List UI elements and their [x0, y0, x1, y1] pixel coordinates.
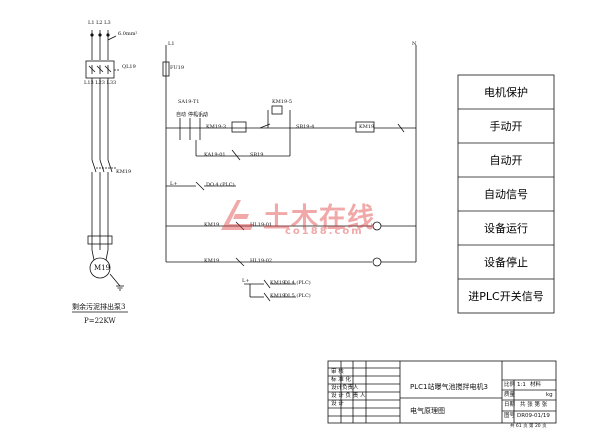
- motor-symbol: [89, 257, 111, 279]
- lbl-a3: 停机: [188, 112, 199, 118]
- watermark-main: 土木在线: [263, 203, 375, 234]
- tb-scale-label: 比例: [504, 382, 516, 388]
- lbl-c2: SB19: [250, 152, 264, 158]
- function-plc-signal: 进PLC开关信号: [468, 290, 544, 303]
- fuse-symbol: [162, 61, 170, 77]
- motor-phases: L1 L2 L3: [88, 20, 111, 26]
- lbl-b4: KM19: [359, 124, 375, 130]
- tb-role-0: 审 核: [331, 369, 344, 375]
- lbl-c1: KA19-01: [204, 152, 226, 158]
- watermark-sub: co188.com: [285, 226, 364, 237]
- function-manual-start: 手动开: [489, 120, 523, 133]
- fuse-label: FU19: [170, 65, 185, 71]
- tb-role-1: 标 准 化: [331, 377, 351, 383]
- lbl-d1: L+: [170, 181, 178, 187]
- function-running: 设备运行: [484, 222, 528, 235]
- lbl-a2: 自动: [176, 112, 187, 118]
- tb-role-3: 设 计 负 责 人: [331, 393, 366, 399]
- lbl-g3: DI.4 (PLC): [284, 280, 311, 286]
- function-auto-signal: 自动信号: [484, 188, 528, 201]
- function-stopped: 设备停止: [484, 256, 528, 269]
- tb-role-2: 设计负责人: [331, 385, 359, 391]
- breaker-label: QL19: [122, 64, 136, 70]
- lbl-b3: SB19-4: [296, 124, 315, 130]
- tb-weight-unit: kg: [546, 392, 553, 398]
- function-motor-protection: 电机保护: [484, 86, 528, 99]
- lbl-g4: KM19: [270, 293, 286, 299]
- tb-num-label: 图号: [504, 413, 516, 419]
- coil-km19: [355, 121, 375, 133]
- lbl-f1: KM19: [204, 258, 220, 264]
- tb-page-note: 共 61 页 第 20 页: [510, 424, 547, 429]
- lbl-a4: 手动: [198, 112, 209, 118]
- tb-scale: 1:1: [517, 382, 526, 388]
- watermark: 土木在线 co188.com: [215, 196, 415, 246]
- lbl-g5: DI.5 (PLC): [284, 293, 311, 299]
- lbl-g1: L+: [242, 278, 250, 284]
- tb-sheet-label: 共 张 第 张: [520, 402, 548, 408]
- lbl-g2: KM19: [270, 280, 286, 286]
- motor-id: M19: [94, 264, 111, 272]
- lbl-e1: KM19: [204, 222, 220, 228]
- lbl-f2: HL19-02: [250, 258, 273, 264]
- tb-date-label: 日期: [504, 402, 516, 408]
- tb-drawing: 电气原理图: [410, 407, 445, 415]
- function-box: [457, 74, 555, 314]
- lbl-b1: KM19-3: [206, 124, 227, 130]
- terminal-label: L13 L23 L33: [84, 80, 117, 86]
- lbl-a1: SA19-T1: [178, 99, 200, 105]
- tb-role-4: 设 计: [331, 401, 344, 407]
- bus-label: 6.0mm²: [118, 31, 138, 37]
- motor-power: P=22KW: [84, 317, 116, 325]
- lbl-b2: KM19-5: [272, 99, 293, 105]
- line-n-label: N: [412, 41, 417, 47]
- line-l-label: L1: [168, 41, 175, 47]
- watermark-logo-icon: [221, 200, 253, 230]
- tb-weight-label: 质量: [504, 392, 516, 398]
- tb-drawing-no: DR09-01/19: [517, 413, 550, 419]
- function-auto-start: 自动开: [489, 154, 523, 167]
- tb-material-label: 材料: [530, 382, 542, 388]
- contactor-label: KM19: [116, 169, 132, 175]
- lbl-d2: DO.4 (PLC): [206, 182, 235, 188]
- lbl-e2: HL19-01: [250, 222, 273, 228]
- motor-name: 剩余污泥排出泵3: [72, 303, 126, 311]
- tb-project: PLC1站曝气池搅拌电机3: [410, 383, 488, 391]
